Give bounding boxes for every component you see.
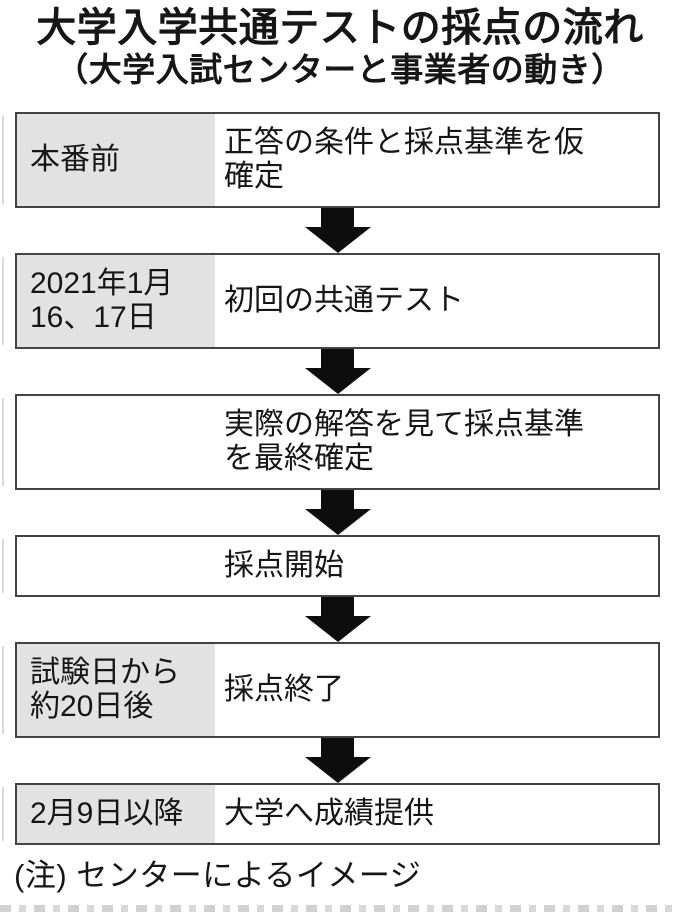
- arrow-down-icon: [15, 597, 660, 642]
- arrow-head: [304, 616, 371, 642]
- flow-step: 本番前正答の条件と採点基準を仮 確定: [2, 112, 660, 208]
- flow-step: 2月9日以降大学へ成績提供: [2, 783, 660, 845]
- flow-step-label: 2月9日以降: [17, 785, 215, 843]
- arrow-head: [304, 757, 371, 783]
- flow-step-content: 実際の解答を見て採点基準 を最終確定: [224, 408, 584, 475]
- flow-step-label: 試験日から 約20日後: [17, 644, 215, 736]
- flow-step-content: 採点開始: [224, 549, 344, 583]
- arrow-stem: [321, 490, 354, 509]
- flow-step-label: [17, 396, 215, 488]
- arrow-head: [304, 368, 371, 394]
- flow-step-label: 2021年1月 16、17日: [17, 255, 215, 347]
- flow-step: 採点開始: [2, 535, 660, 597]
- arrow-stem: [321, 738, 354, 757]
- arrow-down-icon: [15, 208, 660, 253]
- arrow-stem: [321, 349, 354, 368]
- arrow-down-icon: [15, 738, 660, 783]
- flow-step-content: 採点終了: [224, 673, 344, 707]
- arrow-down-icon: [15, 490, 660, 535]
- flow-step-label: [17, 537, 215, 595]
- flow-step: 2021年1月 16、17日初回の共通テスト: [2, 253, 660, 349]
- arrow-down-icon: [15, 349, 660, 394]
- flow-step-content: 大学へ成績提供: [224, 797, 434, 831]
- arrow-head: [304, 509, 371, 535]
- flow-step: 実際の解答を見て採点基準 を最終確定: [2, 394, 660, 490]
- page-title: 大学入学共通テストの採点の流れ: [36, 6, 644, 50]
- page-subtitle: （大学入試センターと事業者の動き）: [55, 51, 625, 89]
- flow-step-content: 正答の条件と採点基準を仮 確定: [224, 126, 584, 193]
- arrow-stem: [321, 597, 354, 616]
- header: 大学入学共通テストの採点の流れ （大学入試センターと事業者の動き）: [0, 6, 680, 89]
- flow-step: 試験日から 約20日後採点終了: [2, 642, 660, 738]
- arrow-stem: [321, 208, 354, 227]
- arrow-head: [304, 227, 371, 253]
- flow-step-content: 初回の共通テスト: [224, 284, 464, 318]
- flow-step-label: 本番前: [17, 114, 215, 206]
- scan-artifact-bottom: [0, 905, 680, 912]
- footnote: (注) センターによるイメージ: [14, 858, 422, 893]
